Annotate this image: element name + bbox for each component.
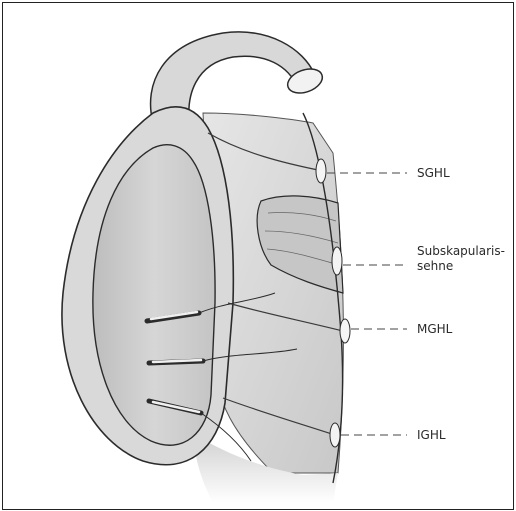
label-subscapularis-line2: sehne bbox=[417, 259, 453, 273]
label-mghl: MGHL bbox=[417, 322, 452, 336]
label-subscapularis-line1: Subskapularis- bbox=[417, 244, 505, 258]
label-ighl: IGHL bbox=[417, 428, 446, 442]
subscapularis-insertion bbox=[332, 247, 342, 275]
mghl-insertion bbox=[340, 319, 350, 343]
sghl-insertion bbox=[316, 159, 326, 183]
ighl-insertion bbox=[330, 423, 340, 447]
label-sghl: SGHL bbox=[417, 166, 450, 180]
